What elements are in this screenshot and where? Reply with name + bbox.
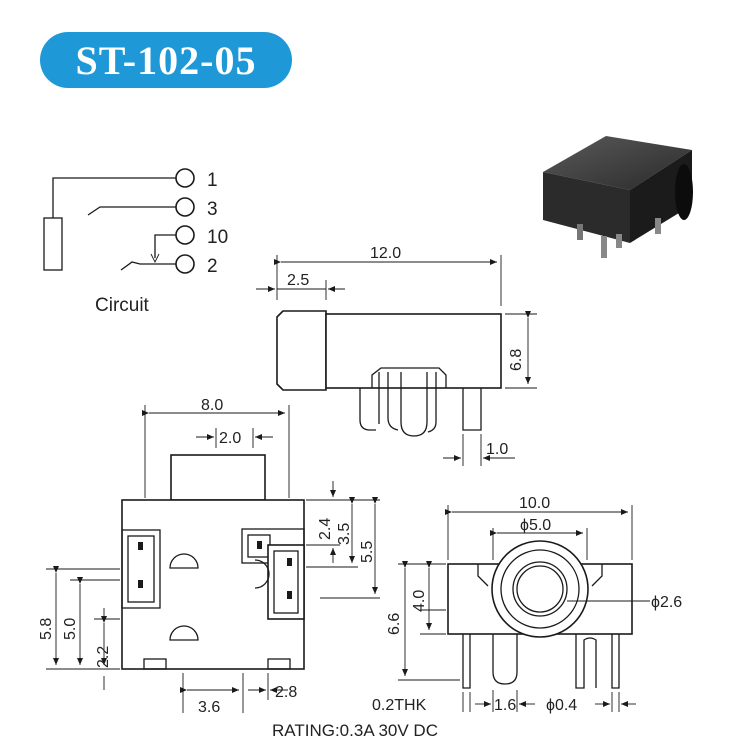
dim-right-2-4: 2.4 — [317, 518, 334, 540]
dim-side-length: 12.0 — [370, 245, 401, 262]
pin-label-2: 2 — [207, 256, 218, 277]
product-photo — [543, 136, 693, 258]
dim-front-pitch: 1.6 — [494, 697, 516, 714]
rating-text: RATING:0.3A 30V DC — [272, 721, 438, 740]
dim-bottom-center: 2.0 — [219, 430, 241, 447]
side-front-nose — [276, 310, 327, 391]
dim-side-height: 6.8 — [508, 349, 525, 371]
pin-label-3: 3 — [207, 199, 218, 220]
dim-front-pin: ϕ0.4 — [546, 697, 577, 714]
pin-10-terminal — [175, 225, 195, 245]
bottom-nose — [170, 454, 266, 501]
dim-side-pin: 1.0 — [486, 441, 508, 458]
bottom-view: 8.0 2.0 2.4 3.5 5.5 5.8 5.0 2.2 3 — [38, 397, 380, 716]
side-view: 12.0 2.5 6.8 1.0 — [256, 245, 537, 466]
dim-right-3-5: 3.5 — [336, 523, 353, 545]
dim-bottom-3-6: 3.6 — [198, 699, 220, 716]
plug-sleeve — [43, 217, 63, 271]
pin-2-spring — [120, 261, 176, 271]
pin-1-terminal — [175, 168, 195, 188]
dim-left-5-8: 5.8 — [38, 618, 55, 640]
dim-front-hole: ϕ2.6 — [651, 594, 682, 611]
pin-10-switch — [154, 234, 176, 258]
dim-left-5-0: 5.0 — [62, 618, 79, 640]
part-number-title: ST-102-05 — [40, 32, 292, 88]
dim-front-6-6: 6.6 — [386, 613, 403, 635]
dim-bottom-2-8: 2.8 — [275, 684, 297, 701]
pin-label-10: 10 — [207, 227, 228, 248]
dim-front-dia: ϕ5.0 — [520, 517, 551, 534]
circuit-label: Circuit — [95, 295, 150, 316]
jack-outer-ring — [491, 540, 589, 638]
side-housing — [325, 313, 502, 389]
pin-3-terminal — [175, 197, 195, 217]
circuit-schematic: 1 3 10 2 Circuit — [43, 168, 228, 316]
dim-front-thk: 0.2THK — [372, 697, 427, 714]
front-view: 10.0 ϕ5.0 ϕ2.6 6.6 4.0 0.2THK 1.6 ϕ0.4 — [372, 495, 682, 714]
dim-right-5-5: 5.5 — [359, 541, 376, 563]
dim-left-2-2: 2.2 — [95, 646, 112, 668]
pin-1-wire — [52, 177, 176, 218]
dim-side-front: 2.5 — [287, 272, 309, 289]
pin-2-terminal — [175, 254, 195, 274]
dim-front-4-0: 4.0 — [411, 590, 428, 612]
dim-bottom-width: 8.0 — [201, 397, 223, 414]
pin-3-spring — [87, 206, 176, 216]
dim-front-width: 10.0 — [519, 495, 550, 512]
pin-label-1: 1 — [207, 170, 218, 191]
